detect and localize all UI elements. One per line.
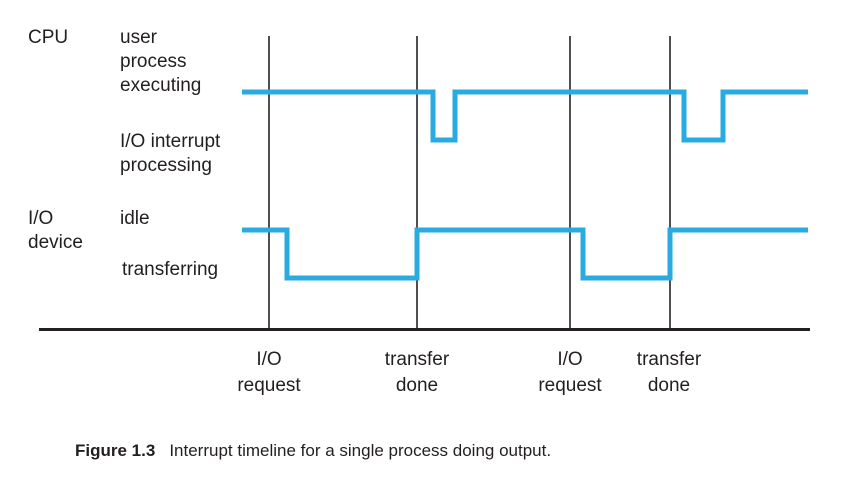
timeline-marker (268, 36, 270, 330)
timeline-marker (569, 36, 571, 330)
time-axis (39, 328, 810, 331)
axis-tick-label: I/O request (538, 349, 602, 396)
timeline-marker (669, 36, 671, 330)
timeline-marker (416, 36, 418, 330)
axis-tick-label: transfer done (384, 349, 450, 396)
axis-tick-label: I/O request (237, 349, 301, 396)
device-signal-line (242, 227, 808, 281)
cpu-signal-line (242, 89, 808, 143)
io-device-group-label: I/O device (28, 208, 83, 253)
figure-caption: Figure 1.3 Interrupt timeline for a singl… (75, 441, 551, 461)
figure-caption-text: Interrupt timeline for a single process … (169, 441, 552, 460)
cpu-state-executing-label: user process executing (120, 27, 202, 96)
cpu-state-interrupt-label: I/O interrupt processing (120, 131, 221, 176)
cpu-group-label: CPU (28, 27, 69, 48)
device-state-idle-label: idle (120, 208, 150, 229)
axis-tick-label: transfer done (636, 349, 702, 396)
figure-caption-number: Figure 1.3 (75, 441, 156, 460)
device-state-transferring-label: transferring (122, 259, 219, 280)
